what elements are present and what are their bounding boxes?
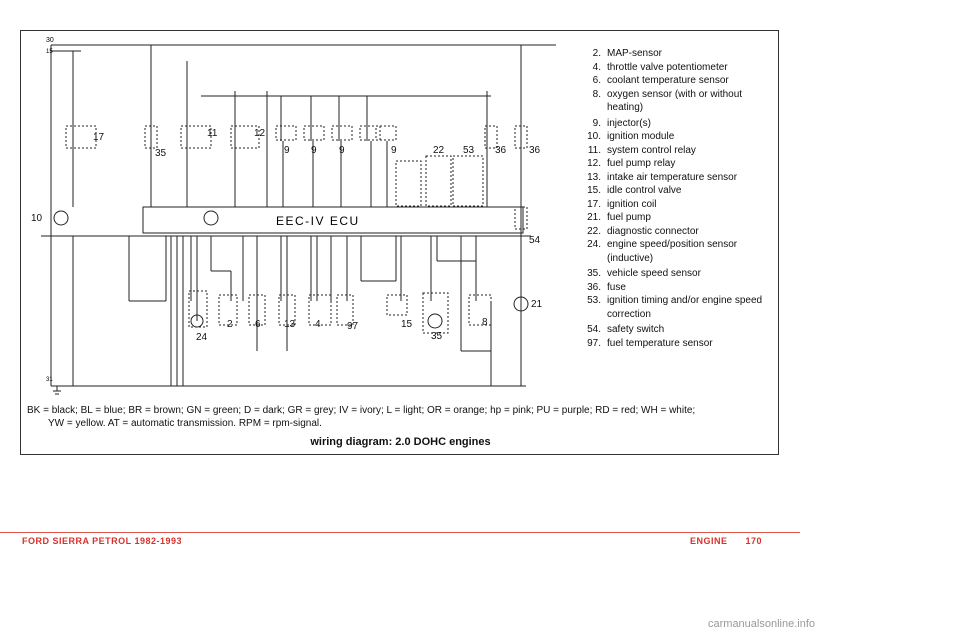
legend-item: 13.intake air temperature sensor bbox=[587, 171, 738, 183]
rail-label-15: 15 bbox=[46, 49, 53, 55]
component-53: 53 bbox=[463, 145, 475, 156]
color-key-line-1: BK = black; BL = blue; BR = brown; GN = … bbox=[27, 405, 696, 416]
footer-section: ENGINE 170 bbox=[690, 536, 762, 546]
legend-item: 9.injector(s) bbox=[592, 117, 651, 129]
component-12: 12 bbox=[254, 128, 266, 139]
legend-item: 8.oxygen sensor (with or without heating… bbox=[592, 88, 743, 114]
legend-item: 6.coolant temperature sensor bbox=[592, 75, 729, 86]
legend-item: 12.fuel pump relay bbox=[587, 158, 676, 169]
color-key: BK = black; BL = blue; BR = brown; GN = … bbox=[27, 404, 777, 430]
component-4: 4 bbox=[315, 319, 321, 330]
page-number: 170 bbox=[745, 536, 763, 546]
component-22: 22 bbox=[433, 145, 445, 156]
component-36-b: 36 bbox=[529, 145, 541, 156]
component-36-a: 36 bbox=[495, 145, 507, 156]
component-9-c: 9 bbox=[339, 145, 345, 156]
wiring-diagram-panel: 30 15 31 EEC-IV ECU 17 11 12 35 9 9 9 9 … bbox=[20, 30, 779, 455]
component-24: 24 bbox=[196, 332, 208, 343]
component-9-b: 9 bbox=[311, 145, 317, 156]
component-10: 10 bbox=[31, 213, 43, 224]
legend-item: 17.ignition coil bbox=[587, 198, 657, 210]
legend-item: 4.throttle valve potentiometer bbox=[592, 61, 728, 73]
component-54: 54 bbox=[529, 235, 541, 246]
legend-item: 21.fuel pump bbox=[587, 212, 651, 223]
component-legend: 2.MAP-sensor 4.throttle valve potentiome… bbox=[579, 47, 779, 350]
legend-item: 2.MAP-sensor bbox=[592, 48, 663, 59]
rail-label-31: 31 bbox=[46, 377, 53, 383]
component-11: 11 bbox=[207, 128, 218, 139]
component-6: 6 bbox=[255, 319, 261, 330]
footer-section-label: ENGINE bbox=[690, 536, 728, 546]
footer-divider bbox=[0, 532, 800, 533]
rail-label-30: 30 bbox=[46, 37, 54, 44]
component-8: 8 bbox=[482, 317, 488, 328]
diagram-caption: wiring diagram: 2.0 DOHC engines bbox=[310, 436, 491, 448]
component-9-d: 9 bbox=[391, 145, 397, 156]
component-35-top: 35 bbox=[155, 148, 167, 159]
ecu-label: EEC-IV ECU bbox=[276, 214, 360, 228]
legend-item: 35.vehicle speed sensor bbox=[587, 268, 701, 279]
legend-item: 24.engine speed/position sensor (inducti… bbox=[587, 239, 738, 264]
component-35-bottom: 35 bbox=[431, 331, 443, 342]
component-9-a: 9 bbox=[284, 145, 290, 156]
legend-item: 54.safety switch bbox=[587, 324, 665, 335]
component-2: 2 bbox=[227, 319, 233, 330]
legend-item: 11.system control relay bbox=[587, 144, 696, 156]
legend-item: 15.idle control valve bbox=[587, 185, 682, 196]
wiring-diagram: 30 15 31 EEC-IV ECU 17 11 12 35 9 9 9 9 … bbox=[31, 37, 556, 395]
component-21: 21 bbox=[531, 299, 543, 310]
footer-title: FORD SIERRA PETROL 1982-1993 bbox=[22, 536, 183, 546]
component-97: 97 bbox=[347, 321, 359, 332]
legend-item: 97.fuel temperature sensor bbox=[587, 337, 713, 349]
color-key-line-2: YW = yellow. AT = automatic transmission… bbox=[48, 418, 322, 429]
legend-item: 53.ignition timing and/or engine speed c… bbox=[587, 295, 763, 320]
component-13: 13 bbox=[284, 319, 296, 330]
legend-item: 22.diagnostic connector bbox=[587, 225, 699, 237]
component-17: 17 bbox=[93, 132, 105, 143]
component-15: 15 bbox=[401, 319, 413, 330]
legend-item: 10.ignition module bbox=[587, 131, 675, 142]
legend-item: 36.fuse bbox=[587, 281, 626, 293]
watermark: carmanualsonline.info bbox=[708, 618, 816, 630]
